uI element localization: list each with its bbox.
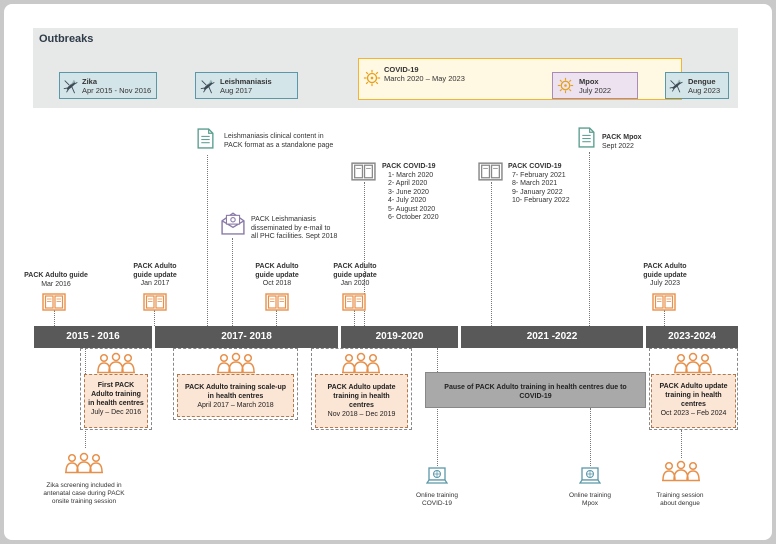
connector-line	[589, 152, 590, 326]
dengue-dates: Aug 2023	[688, 86, 721, 95]
covid-release-item: 8- March 2021	[512, 180, 558, 187]
group-icon	[64, 451, 104, 475]
book-icon	[478, 162, 503, 181]
online-mpox-text: Online training Mpox	[569, 492, 611, 507]
zika-screening-text: Zika screening included in antenatal cas…	[43, 482, 125, 505]
connector-line	[491, 182, 492, 326]
group-icon	[96, 352, 136, 374]
dengue-training-text: Training session about dengue	[656, 492, 704, 507]
dengue-name: Dengue	[688, 77, 716, 86]
period-2021-2022: 2021 -2022	[461, 326, 643, 348]
zika-outbreak-box: Zika Apr 2015 - Nov 2016	[59, 72, 157, 99]
mpox-outbreak-box: Mpox July 2022	[552, 72, 638, 99]
mosquito-icon	[668, 77, 685, 94]
book-icon	[42, 293, 66, 311]
email-icon	[221, 211, 245, 235]
training-update-2023: PACK Adulto update training in health ce…	[651, 374, 736, 428]
training-area-2019	[311, 348, 412, 430]
covid-release-item: 5- August 2020	[388, 205, 436, 213]
dengue-outbreak-box: Dengue Aug 2023	[665, 72, 729, 99]
training-area-2017	[173, 348, 298, 420]
covid-release-item: 7- February 2021	[512, 171, 566, 179]
training-first-pack: First PACK Adulto training in health cen…	[84, 374, 148, 428]
book-icon	[351, 162, 376, 181]
covid-release-item: 10- February 2022	[512, 197, 570, 204]
connector-line	[207, 155, 208, 326]
guide-2017: PACK Adulto guide update Jan 2017	[133, 263, 177, 287]
connector-line	[681, 430, 682, 458]
document-icon	[197, 128, 214, 149]
virus-icon	[363, 69, 381, 87]
connector-line	[590, 408, 591, 466]
covid-release-item: 2- April 2020	[388, 180, 428, 187]
book-icon	[265, 293, 289, 311]
covid-dates: March 2020 – May 2023	[384, 74, 465, 83]
training-area-2023	[649, 348, 738, 430]
training-area-2016	[80, 348, 152, 430]
laptop-icon	[579, 466, 601, 486]
group-icon	[341, 352, 381, 374]
guide-2023: PACK Adulto guide update July 2023	[643, 263, 687, 287]
zika-dates: Apr 2015 - Nov 2016	[82, 86, 152, 95]
zika-name: Zika	[82, 77, 98, 86]
book-icon	[342, 293, 366, 311]
pause-training-box: Pause of PACK Adulto training in health …	[425, 372, 646, 408]
training-scale-up: PACK Adulto training scale-up in health …	[177, 374, 294, 417]
period-2015-2016: 2015 - 2016	[34, 326, 152, 348]
guide-2016: PACK Adulto guide Mar 2016	[24, 272, 88, 288]
outbreaks-title: Outbreaks	[39, 33, 94, 45]
virus-icon	[557, 77, 574, 94]
mpox-dates: July 2022	[579, 86, 612, 95]
connector-line	[276, 310, 277, 326]
mpox-name: Mpox	[579, 77, 599, 86]
group-icon	[661, 459, 701, 483]
connector-line	[54, 310, 55, 326]
book-icon	[143, 293, 167, 311]
leish-outbreak-box: Leishmaniasis Aug 2017	[195, 72, 298, 99]
period-2023-2024: 2023-2024	[646, 326, 738, 348]
group-icon	[216, 352, 256, 374]
guide-2020: PACK Adulto guide update Jan 2020	[333, 263, 377, 287]
covid-release-item: 3- June 2020	[388, 188, 429, 196]
group-icon	[673, 352, 713, 374]
book-icon	[652, 293, 676, 311]
covid-release-item: 9- January 2022	[512, 188, 563, 196]
mosquito-icon	[199, 77, 217, 95]
connector-line	[664, 310, 665, 326]
connector-line	[154, 310, 155, 326]
mosquito-icon	[62, 77, 80, 95]
connector-line	[364, 182, 365, 326]
leish-dates: Aug 2017	[220, 86, 253, 95]
period-2017-2018: 2017- 2018	[155, 326, 338, 348]
covid-name: COVID-19	[384, 65, 419, 74]
online-covid-text: Online training COVID-19	[416, 492, 458, 507]
guide-2018: PACK Adulto guide update Oct 2018	[255, 263, 299, 287]
period-2019-2020: 2019-2020	[341, 326, 458, 348]
pack-mpox-text: PACK Mpox Sept 2022	[602, 134, 642, 150]
document-icon	[578, 127, 595, 148]
connector-line	[354, 310, 355, 326]
connector-line	[232, 238, 233, 326]
training-update-2019: PACK Adulto update training in health ce…	[315, 374, 408, 428]
leish-content-text: Leishmaniasis clinical content in PACK f…	[224, 133, 334, 149]
leish-name: Leishmaniasis	[220, 77, 272, 86]
laptop-icon	[426, 466, 448, 486]
leish-email-text: PACK Leishmaniasis disseminated by e-mai…	[251, 216, 338, 240]
covid-release-item: 1- March 2020	[388, 171, 434, 179]
covid-release-item: 4- July 2020	[388, 197, 427, 204]
covid-release-item: 6- October 2020	[388, 214, 439, 221]
